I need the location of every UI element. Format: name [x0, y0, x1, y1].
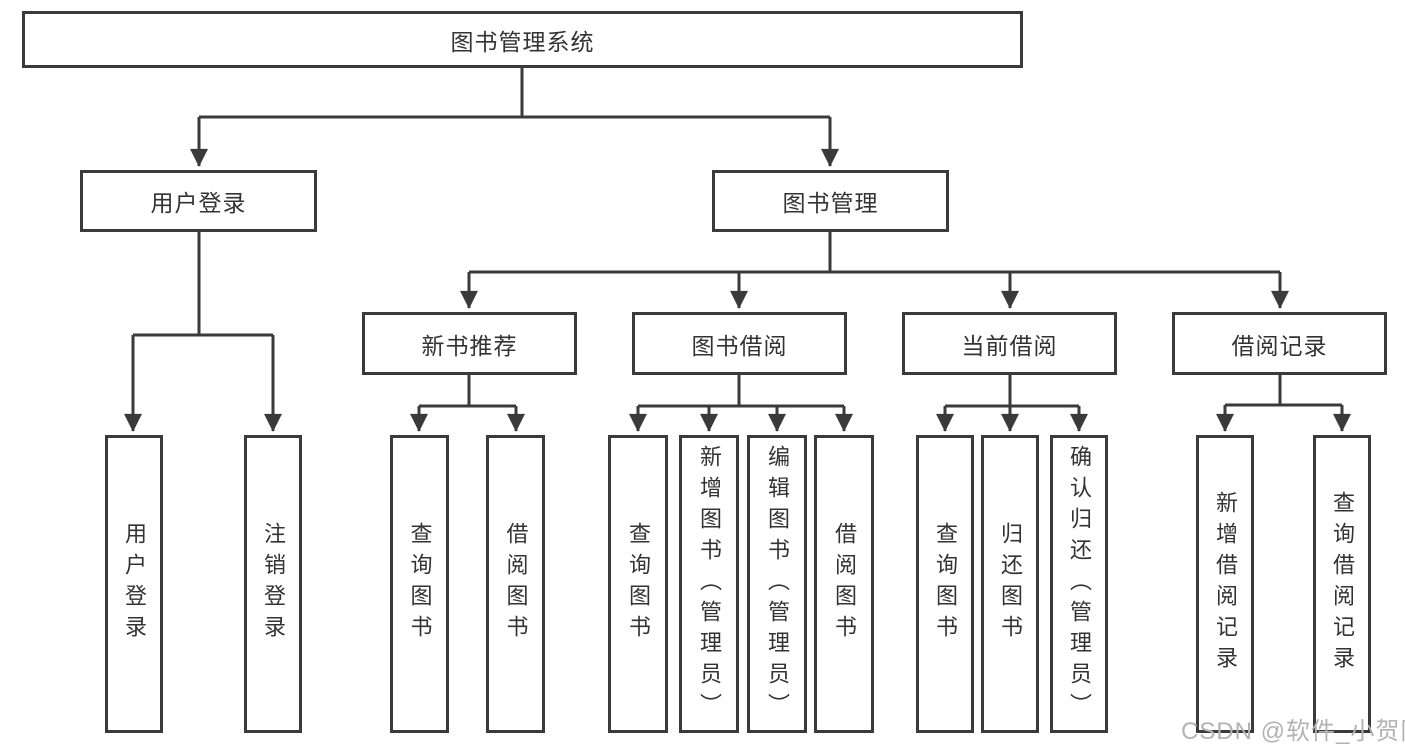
- node-current-borrow-label: 当前借阅: [961, 332, 1058, 359]
- leaf-borrow-query-book-label: 查询图书: [626, 522, 651, 646]
- node-book-management-label: 图书管理: [782, 190, 879, 216]
- leaf-add-book-admin-label: 新增图书（管理员）: [697, 444, 722, 724]
- node-book-management: 图书管理: [712, 170, 949, 232]
- leaf-user-login: 用户登录: [105, 435, 163, 733]
- leaf-confirm-return-admin: 确认归还（管理员）: [1050, 435, 1108, 733]
- leaf-current-query-book: 查询图书: [916, 435, 974, 733]
- node-book-borrow-label: 图书借阅: [691, 332, 788, 359]
- leaf-return-book: 归还图书: [981, 435, 1039, 733]
- leaf-borrow-book: 借阅图书: [814, 435, 874, 733]
- node-current-borrow: 当前借阅: [902, 312, 1117, 375]
- leaf-add-borrow-record: 新增借阅记录: [1196, 435, 1254, 733]
- node-user-login: 用户登录: [80, 170, 317, 232]
- leaf-current-query-book-label: 查询图书: [933, 522, 958, 646]
- leaf-recommend-query-book: 查询图书: [390, 435, 449, 733]
- leaf-query-borrow-record-label: 查询借阅记录: [1330, 491, 1355, 677]
- leaf-add-book-admin: 新增图书（管理员）: [679, 435, 739, 733]
- node-new-book-recommend-label: 新书推荐: [421, 332, 518, 359]
- leaf-return-book-label: 归还图书: [998, 522, 1023, 646]
- leaf-recommend-borrow-book: 借阅图书: [486, 435, 545, 733]
- node-user-login-label: 用户登录: [150, 190, 247, 216]
- leaf-borrow-query-book: 查询图书: [608, 435, 668, 733]
- leaf-recommend-borrow-book-label: 借阅图书: [503, 522, 529, 646]
- leaf-borrow-book-label: 借阅图书: [832, 522, 857, 646]
- node-root-system: 图书管理系统: [22, 11, 1023, 68]
- csdn-watermark: CSDN @软件_小贺同学: [1181, 718, 1405, 745]
- node-book-borrow: 图书借阅: [632, 312, 847, 375]
- leaf-edit-book-admin-label: 编辑图书（管理员）: [765, 444, 790, 724]
- leaf-query-borrow-record: 查询借阅记录: [1313, 435, 1371, 733]
- node-borrow-record-label: 借阅记录: [1231, 332, 1328, 359]
- node-root-system-label: 图书管理系统: [450, 28, 595, 55]
- leaf-confirm-return-admin-label: 确认归还（管理员）: [1067, 444, 1092, 724]
- node-borrow-record: 借阅记录: [1172, 312, 1387, 375]
- leaf-logout: 注销登录: [244, 435, 302, 733]
- node-new-book-recommend: 新书推荐: [362, 312, 577, 375]
- leaf-user-login-label: 用户登录: [122, 522, 147, 646]
- leaf-recommend-query-book-label: 查询图书: [407, 522, 433, 646]
- leaf-logout-label: 注销登录: [261, 522, 286, 646]
- leaf-add-borrow-record-label: 新增借阅记录: [1213, 491, 1238, 677]
- leaf-edit-book-admin: 编辑图书（管理员）: [747, 435, 807, 733]
